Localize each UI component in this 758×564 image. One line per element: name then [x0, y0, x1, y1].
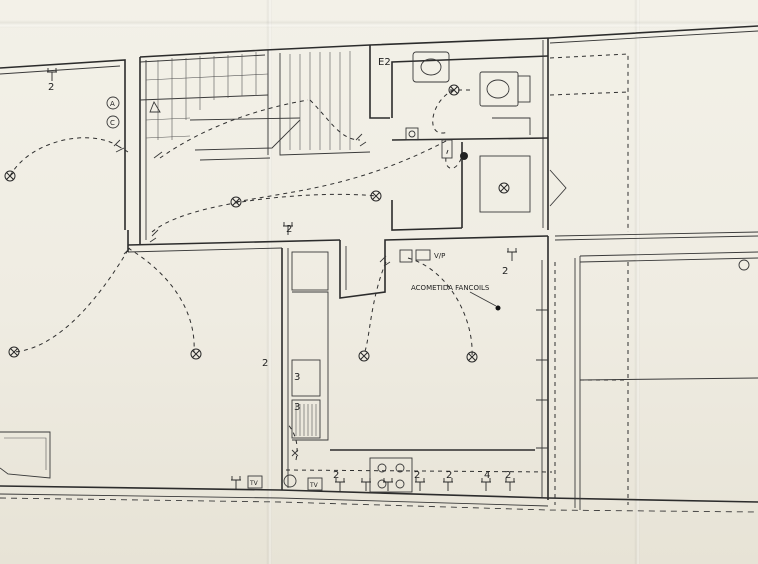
tag-c: C [110, 119, 115, 127]
circuit-label: 2 [505, 470, 511, 481]
circuit-label: 4 [484, 470, 490, 481]
socket-icon [383, 478, 393, 491]
tv-label: TV [249, 480, 259, 487]
annotation-acometida: ACOMETIDA FANCOILS [411, 284, 490, 292]
circuit-label: 2 [262, 358, 268, 369]
circuit-label: 2 [414, 470, 420, 481]
light-point-icon [358, 350, 370, 362]
socket-icon [283, 222, 293, 235]
circuit-label: 2 [502, 266, 508, 277]
switch-symbols [47, 68, 517, 491]
light-points [4, 84, 510, 363]
tv-label: TV [309, 482, 319, 489]
circuit-label: 3 [294, 372, 300, 383]
circuit-label: 3 [294, 402, 300, 413]
circuit-label: 2 [333, 470, 339, 481]
light-point-icon [498, 182, 510, 194]
paper-fold-vertical [266, 0, 272, 564]
tag-circle-a [106, 96, 120, 110]
socket-icon [507, 248, 517, 261]
walls [0, 25, 758, 513]
tag-circle-c [106, 115, 120, 129]
circuit-label: 2 [48, 82, 54, 93]
circuit-label: 2 [446, 470, 452, 481]
light-point-icon [8, 346, 20, 358]
socket-icon [47, 68, 57, 81]
annotation-vp: V/P [434, 252, 445, 260]
socket-icon [443, 478, 453, 491]
socket-icon [505, 478, 515, 491]
socket-icon [335, 478, 345, 491]
circuit-label: 2 [286, 224, 292, 235]
circuit-label: E2 [378, 57, 391, 68]
circuit-arcs [9, 89, 553, 473]
socket-icon [481, 478, 491, 491]
socket-icon [361, 478, 371, 491]
tag-a: A [110, 100, 115, 108]
socket-icon [415, 478, 425, 491]
paper-fold-horizontal [0, 20, 758, 28]
socket-icon [231, 476, 241, 489]
paper-fold-vertical [634, 0, 640, 564]
plan-labels: ACOMETIDA FANCOILS V/P 2 E2 2 2 2 3 3 2 … [48, 57, 511, 489]
dashed-outlines [549, 53, 629, 505]
light-point-icon [190, 348, 202, 360]
